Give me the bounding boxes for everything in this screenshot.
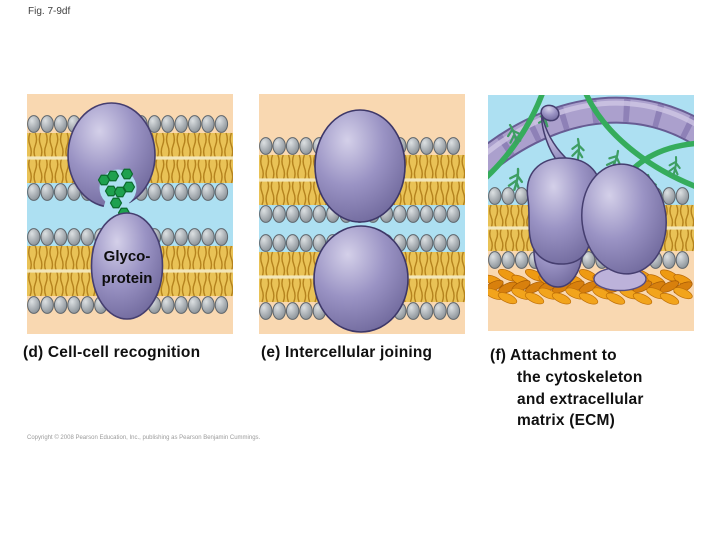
copyright-text: Copyright © 2008 Pearson Education, Inc.…	[27, 435, 261, 441]
caption-f-line2: the cytoskeleton	[517, 368, 643, 386]
glycoprotein-label-line1: Glyco-	[104, 248, 151, 265]
junction-protein-top	[314, 109, 406, 223]
caption-intercellular-joining: (e) Intercellular joining	[261, 344, 433, 361]
caption-f-line4: matrix (ECM)	[517, 412, 615, 430]
integrin-right-lobe	[581, 163, 667, 275]
cell-recognition-diagram: Glyco- protein	[27, 94, 233, 334]
figure-label: Fig. 7-9df	[28, 6, 71, 17]
caption-f-line1: (f) Attachment to	[490, 347, 617, 364]
glycoprotein: Glyco- protein	[90, 212, 164, 320]
integrin-protein-complex	[526, 104, 667, 292]
junction-protein-bottom	[313, 225, 409, 333]
panel-intercellular-joining	[259, 94, 465, 334]
glycoprotein-label-line2: protein	[102, 270, 153, 287]
panel-ecm-attachment	[488, 95, 694, 331]
caption-f-line3: and extracellular	[517, 390, 644, 408]
panel-cell-cell-recognition: Glyco- protein	[27, 94, 233, 334]
caption-ecm-attachment: (f) Attachment to the cytoskeleton and e…	[490, 345, 644, 432]
caption-cell-cell-recognition: (d) Cell-cell recognition	[23, 344, 201, 361]
ecm-attachment-diagram	[488, 95, 694, 331]
microfilament	[488, 96, 694, 177]
intercellular-joining-diagram	[259, 94, 465, 334]
